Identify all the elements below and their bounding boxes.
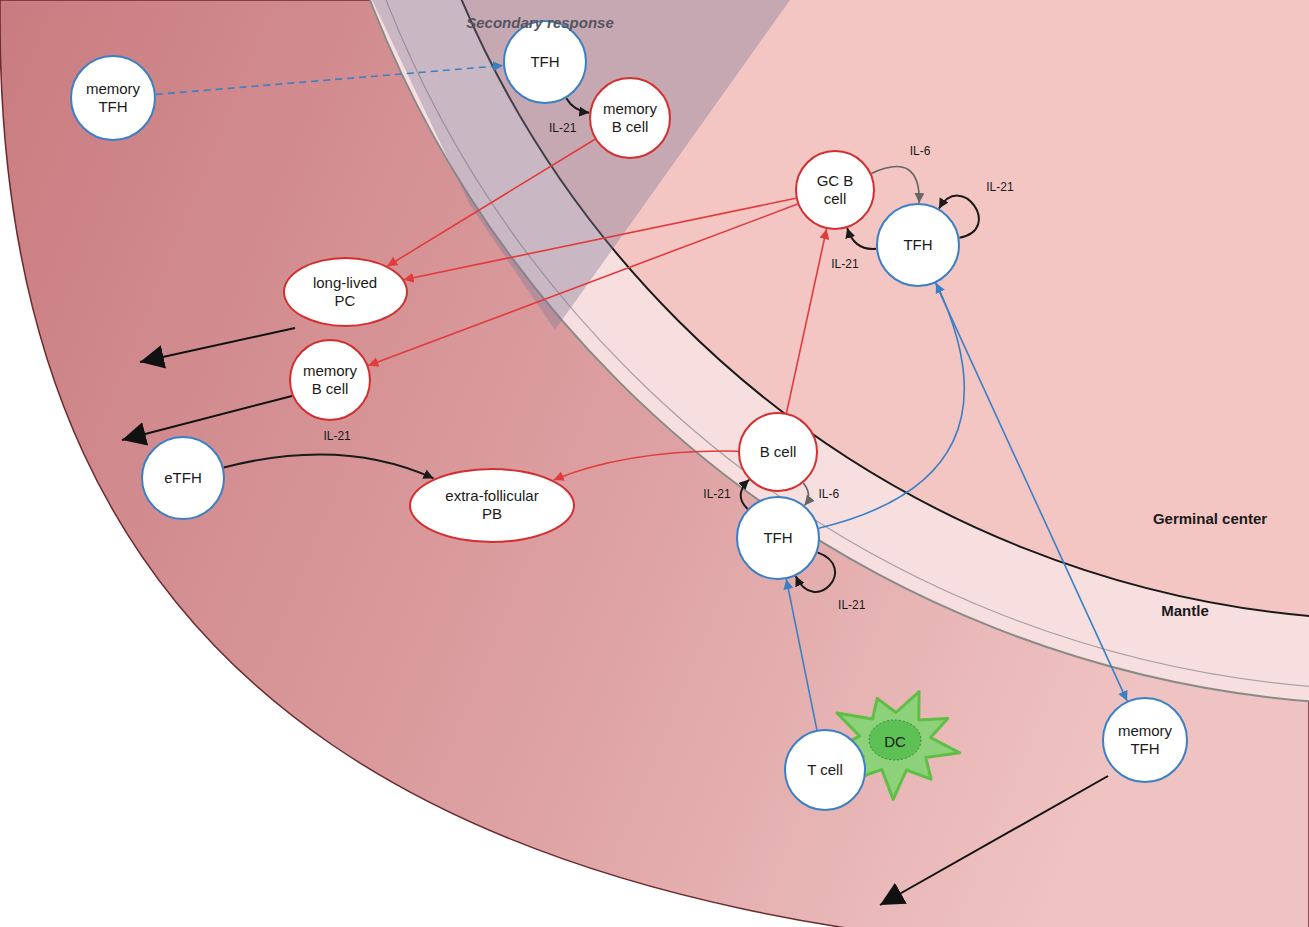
connector-arrow [819, 283, 965, 528]
gc-b-cell: GC B cell [795, 150, 875, 230]
dendritic-cell-body [832, 692, 960, 800]
germinal-center [380, 0, 1309, 620]
node-text: eTFH [164, 469, 202, 487]
node-text: extra-follicular PB [437, 487, 547, 523]
mantle-zone [295, 0, 1309, 705]
connector-arrow [803, 483, 808, 505]
node-text: long-lived PC [308, 274, 383, 310]
node-label: memory B cell [600, 100, 660, 136]
node-label: extra-follicular PB [437, 487, 547, 523]
connector-arrow [786, 579, 817, 730]
cytokine-label: IL-21 [986, 180, 1013, 195]
node-text: B cell [760, 443, 797, 461]
node-label: GC B cell [815, 172, 855, 208]
memory-tfh-cell: memory TFH [1102, 697, 1188, 783]
tfh-cell: TFH [876, 203, 960, 287]
node-text: memory TFH [1114, 722, 1176, 758]
node-text: TFH [530, 53, 559, 71]
node-text: memory TFH [82, 80, 144, 116]
cytokine-label: IL-21 [831, 257, 858, 272]
cytokine-label: IL-21 [838, 598, 865, 613]
cytokine-label: IL-21 [549, 121, 576, 136]
node-label: DC [884, 733, 906, 751]
connector-arrow [368, 204, 797, 366]
connector-arrow [554, 451, 738, 480]
secondary-response-wedge [372, 0, 790, 330]
connector-arrow [871, 167, 919, 203]
mantle-inner-line [310, 0, 1309, 690]
cytokine-label: IL-21 [323, 429, 350, 444]
exit-arrow [122, 396, 292, 440]
exit-arrow [140, 328, 295, 362]
node-label: TFH [763, 529, 792, 547]
node-text: TFH [763, 529, 792, 547]
region-label: Germinal center [1153, 510, 1267, 527]
plasmablast: extra-follicular PB [409, 468, 575, 543]
node-text: memory B cell [300, 362, 360, 398]
node-text: DC [884, 733, 906, 751]
exit-arrow [880, 776, 1108, 905]
connector-arrow [741, 480, 749, 509]
section-title: Secondary response [466, 14, 614, 31]
memory-tfh-cell: memory TFH [70, 55, 156, 141]
t-cell: T cell [784, 729, 866, 811]
node-text: TFH [903, 236, 932, 254]
connector-arrow [847, 228, 876, 249]
node-label: memory TFH [1114, 722, 1176, 758]
connector-arrow [224, 454, 434, 478]
region-label: Mantle [1161, 602, 1209, 619]
node-label: eTFH [164, 469, 202, 487]
node-text: memory B cell [600, 100, 660, 136]
cytokine-label: IL-21 [703, 487, 730, 502]
memory-b-cell: memory B cell [589, 77, 671, 159]
etfh-cell: eTFH [141, 436, 225, 520]
b-cell: B cell [738, 412, 818, 492]
connector-arrow [566, 98, 589, 113]
memory-b-cell: memory B cell [289, 339, 371, 421]
node-label: memory TFH [82, 80, 144, 116]
node-label: TFH [903, 236, 932, 254]
cytokine-label: IL-6 [910, 144, 931, 159]
tfh-cell: TFH [736, 496, 820, 580]
node-label: B cell [760, 443, 797, 461]
plasma-cell: long-lived PC [283, 257, 408, 327]
connector-arrow [404, 198, 796, 280]
node-label: long-lived PC [308, 274, 383, 310]
node-label: TFH [530, 53, 559, 71]
tfh-cell: TFH [503, 20, 587, 104]
cytokine-label: IL-6 [818, 487, 839, 502]
dendritic-cell-nucleus [869, 720, 921, 760]
connector-arrow [156, 66, 503, 95]
node-text: T cell [807, 761, 843, 779]
connector-arrow [936, 283, 1128, 701]
connector-arrow [787, 229, 827, 413]
node-text: GC B cell [815, 172, 855, 208]
node-label: T cell [807, 761, 843, 779]
node-label: memory B cell [300, 362, 360, 398]
